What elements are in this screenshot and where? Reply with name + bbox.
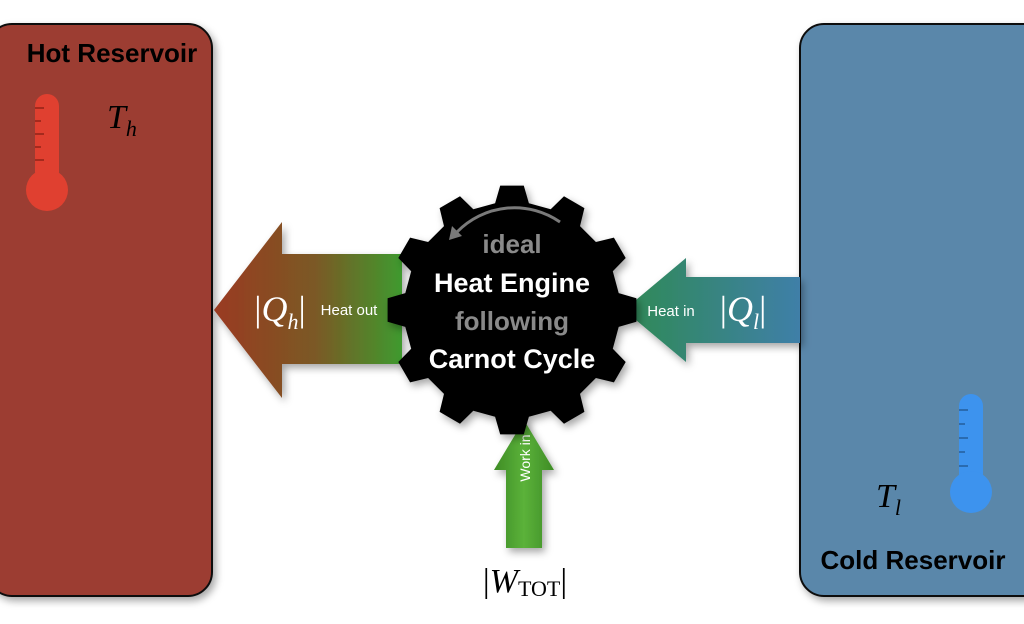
work-in-arrow: Work in |WTOT| [483,420,567,601]
engine-line3: following [455,306,569,336]
heat-in-arrow: Heat in |Ql| [624,258,800,362]
thermometer-icon [26,94,68,211]
work-symbol: |WTOT| [483,563,567,601]
cold-temp-label: Tl [876,478,901,520]
heat-out-label: Heat out [321,302,379,319]
hot-reservoir-title: Hot Reservoir [27,38,198,68]
engine-line1: ideal [482,229,541,259]
heat-out-arrow: |Qh| Heat out [214,222,402,398]
hot-reservoir-box [0,23,213,597]
gear-icon [387,185,637,435]
engine-line4: Carnot Cycle [429,344,596,374]
thermometer-icon [950,394,992,513]
cycle-arc [455,206,561,234]
heat-out-symbol: |Qh| [254,289,305,334]
engine-gear: ideal Heat Engine following Carnot Cycle [387,185,637,435]
heat-in-label: Heat in [647,303,695,320]
engine-line2: Heat Engine [434,268,590,298]
cycle-arrowhead-icon [449,226,462,240]
cold-reservoir-title: Cold Reservoir [821,545,1006,575]
heat-in-symbol: |Ql| [720,289,767,334]
hot-reservoir: Hot Reservoir Th [0,23,213,597]
work-in-label: Work in [517,434,533,481]
hot-temp-label: Th [107,99,137,141]
cold-reservoir-box [799,23,1024,597]
cold-reservoir: Cold Reservoir Tl [799,23,1024,597]
